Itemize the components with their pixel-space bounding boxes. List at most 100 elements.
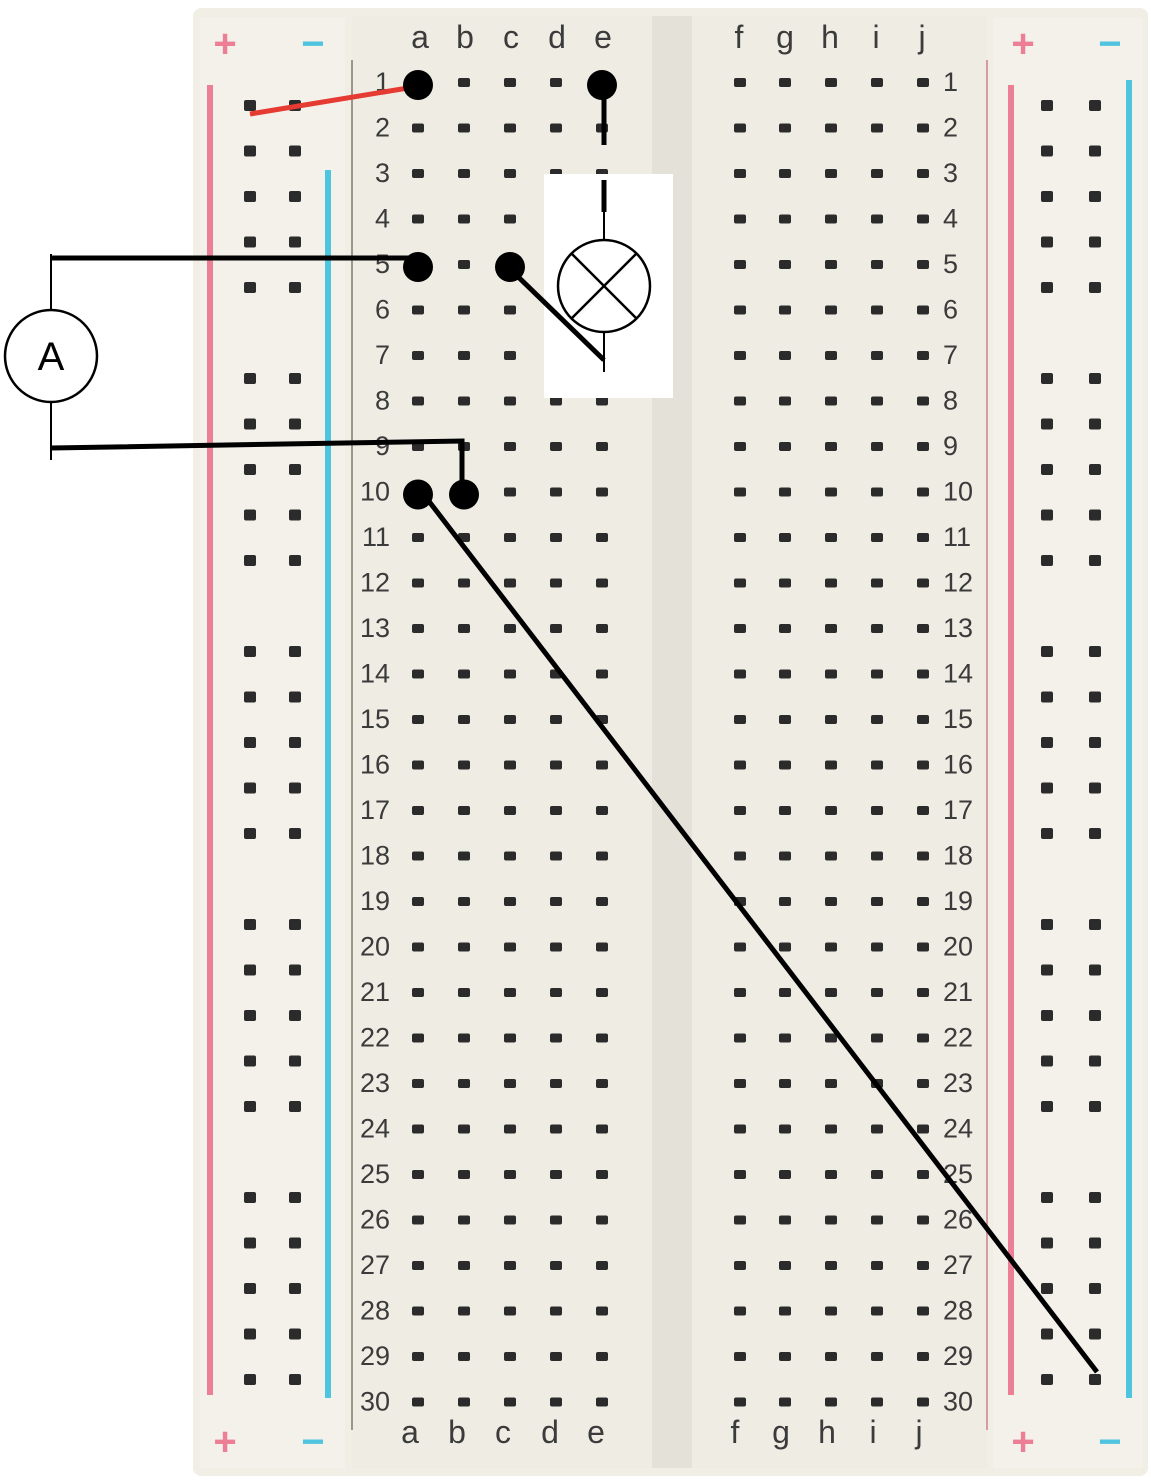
rail-hole bbox=[244, 1328, 256, 1340]
rail-hole bbox=[1089, 1192, 1101, 1203]
rail-minus-symbol: − bbox=[301, 22, 324, 66]
breadboard-hole bbox=[458, 169, 470, 178]
breadboard-hole bbox=[412, 624, 424, 633]
rail-hole bbox=[244, 373, 256, 384]
rail-hole bbox=[244, 100, 256, 111]
breadboard-hole bbox=[734, 1079, 746, 1088]
rail-hole bbox=[1089, 1010, 1101, 1021]
rail-hole bbox=[1041, 1374, 1053, 1385]
row-number-label: 16 bbox=[360, 750, 390, 780]
breadboard-hole bbox=[504, 624, 516, 633]
row-number-label: 19 bbox=[360, 886, 390, 916]
breadboard-hole bbox=[871, 1170, 883, 1179]
breadboard-hole bbox=[917, 624, 929, 633]
rail-hole bbox=[244, 691, 256, 703]
breadboard-hole bbox=[504, 1170, 516, 1179]
breadboard-hole bbox=[917, 1352, 929, 1361]
breadboard-hole bbox=[550, 442, 562, 451]
rail-hole bbox=[1041, 509, 1053, 521]
rail-hole bbox=[1089, 418, 1101, 430]
breadboard-hole bbox=[412, 715, 424, 724]
row-number-label: 17 bbox=[943, 795, 973, 825]
breadboard-hole bbox=[596, 1306, 608, 1316]
breadboard-hole bbox=[871, 669, 883, 679]
breadboard-hole bbox=[825, 669, 837, 679]
breadboard-hole bbox=[825, 624, 837, 633]
breadboard-hole bbox=[458, 305, 470, 315]
rail-hole bbox=[244, 1055, 256, 1067]
breadboard-hole bbox=[504, 578, 516, 588]
rail-hole bbox=[244, 828, 256, 839]
breadboard-hole bbox=[779, 1215, 791, 1225]
rail-hole bbox=[1089, 1328, 1101, 1340]
breadboard-hole bbox=[779, 351, 791, 360]
column-label: h bbox=[818, 1414, 836, 1450]
breadboard-hole bbox=[917, 669, 929, 679]
breadboard-hole bbox=[596, 1215, 608, 1225]
breadboard-hole bbox=[917, 78, 929, 87]
rail-hole bbox=[1041, 646, 1053, 657]
rail-hole bbox=[1041, 145, 1053, 157]
breadboard-hole bbox=[504, 1215, 516, 1225]
breadboard-hole bbox=[550, 851, 562, 861]
breadboard-hole bbox=[412, 396, 424, 406]
breadboard-hole bbox=[596, 1397, 608, 1407]
breadboard-hole bbox=[596, 1124, 608, 1134]
breadboard-hole bbox=[779, 624, 791, 633]
breadboard-hole bbox=[825, 442, 837, 451]
breadboard-hole bbox=[871, 851, 883, 861]
row-number-label: 14 bbox=[943, 659, 973, 689]
breadboard-hole bbox=[779, 260, 791, 269]
breadboard-hole bbox=[504, 123, 516, 133]
breadboard-hole bbox=[734, 1170, 746, 1179]
breadboard-hole bbox=[458, 988, 470, 997]
breadboard-hole bbox=[917, 988, 929, 997]
rail-hole bbox=[1089, 1101, 1101, 1112]
column-label: h bbox=[821, 19, 839, 55]
row-number-label: 23 bbox=[360, 1068, 390, 1098]
breadboard-hole bbox=[458, 123, 470, 133]
row-number-label: 9 bbox=[943, 431, 958, 461]
rail-hole bbox=[1041, 555, 1053, 566]
breadboard-hole bbox=[917, 1215, 929, 1225]
breadboard-hole bbox=[871, 78, 883, 87]
breadboard-hole bbox=[871, 351, 883, 360]
row-number-label: 3 bbox=[375, 158, 390, 188]
breadboard-hole bbox=[734, 1124, 746, 1134]
breadboard-hole bbox=[734, 760, 746, 770]
rail-hole bbox=[289, 1010, 301, 1021]
breadboard-hole bbox=[504, 487, 516, 497]
rail-hole bbox=[244, 646, 256, 657]
row-number-label: 7 bbox=[375, 340, 390, 370]
rail-hole bbox=[1041, 236, 1053, 248]
breadboard-hole bbox=[871, 487, 883, 497]
rail-hole bbox=[1041, 100, 1053, 111]
breadboard-hole bbox=[734, 442, 746, 451]
breadboard-hole bbox=[871, 942, 883, 952]
breadboard-hole bbox=[458, 1124, 470, 1134]
breadboard-hole bbox=[779, 169, 791, 178]
breadboard-hole bbox=[596, 897, 608, 906]
breadboard-hole bbox=[734, 214, 746, 224]
row-number-label: 6 bbox=[943, 295, 958, 325]
breadboard-hole bbox=[779, 1124, 791, 1134]
breadboard-hole bbox=[550, 760, 562, 770]
breadboard-hole bbox=[825, 1079, 837, 1088]
breadboard-hole bbox=[596, 806, 608, 815]
breadboard-hole bbox=[779, 533, 791, 542]
hole-grid bbox=[244, 78, 1101, 1407]
breadboard-hole bbox=[504, 760, 516, 770]
rail-hole bbox=[1041, 737, 1053, 748]
rail-plus-symbol: + bbox=[213, 1420, 236, 1464]
column-label: g bbox=[776, 19, 794, 55]
breadboard-hole bbox=[825, 1306, 837, 1316]
breadboard-hole bbox=[596, 533, 608, 542]
rail-hole bbox=[244, 1283, 256, 1294]
breadboard-hole bbox=[412, 1397, 424, 1407]
breadboard-hole bbox=[825, 1215, 837, 1225]
rail-hole bbox=[244, 1192, 256, 1203]
rail-hole bbox=[244, 555, 256, 566]
rail-hole bbox=[1041, 919, 1053, 930]
breadboard-hole bbox=[779, 78, 791, 87]
